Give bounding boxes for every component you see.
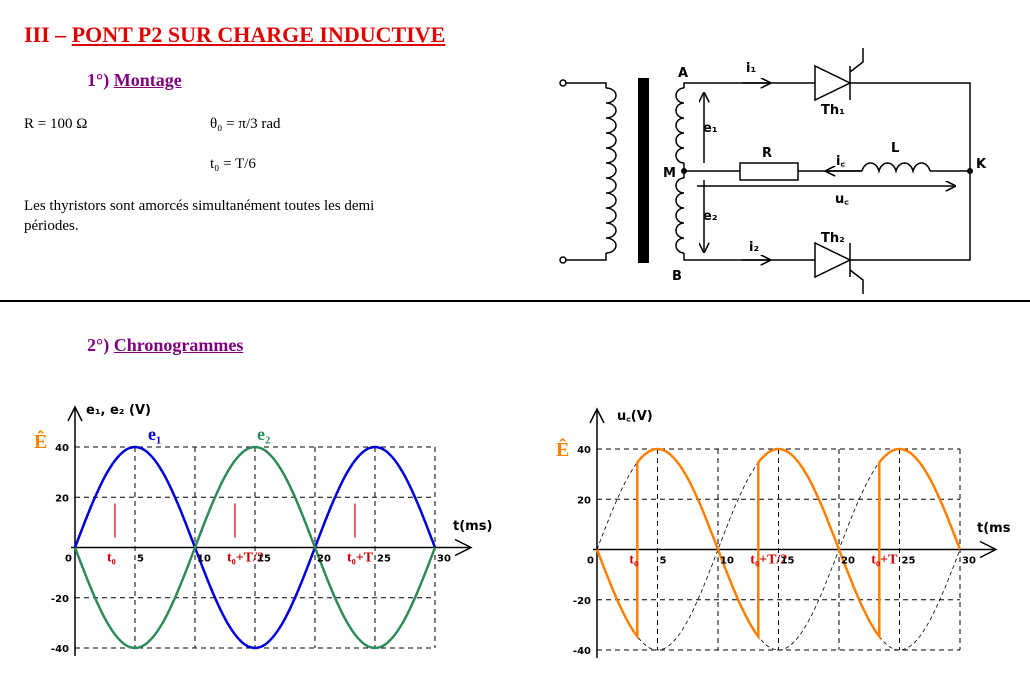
chart1-ticks: 0 5 10 15 20 25 30 40 20 -20 -40 — [51, 443, 451, 655]
x-tick-label: 20 — [841, 556, 855, 567]
chart1-markers: t₀ t₀+T/2 t₀+T — [107, 503, 374, 566]
section-chronogrammes-heading: 2°) Chronogrammes — [87, 335, 244, 355]
chart2-series — [595, 447, 962, 641]
marker-label: t₀+T/2 — [750, 553, 787, 568]
series-line-0 — [73, 445, 437, 650]
series-e1-label: e₁ — [148, 424, 161, 444]
x-tick-label: 10 — [197, 554, 211, 565]
y-tick-label: -20 — [51, 594, 69, 605]
t0-value: t₀ = T/6 — [210, 156, 256, 172]
y-tick-label: 20 — [55, 493, 69, 504]
marker-label: t₀+T/2 — [227, 551, 264, 566]
series-line-0 — [595, 447, 962, 641]
chart1-axes — [67, 405, 473, 656]
chart2-markers: t₀ t₀+T/2 t₀+T — [629, 553, 898, 568]
transformer-core — [638, 78, 649, 263]
y-tick-label: 40 — [55, 443, 69, 454]
page-title: III – PONT P2 SUR CHARGE INDUCTIVE — [24, 22, 446, 47]
x-tick-label: 20 — [317, 554, 331, 565]
x-tick-label: 5 — [660, 556, 667, 567]
current-i1-label: i₁ — [746, 61, 756, 76]
x-tick-label: 10 — [720, 556, 734, 567]
secondary-coil-top — [675, 87, 685, 164]
th2-label: Th₂ — [821, 231, 845, 246]
current-ic-label: i꜀ — [836, 154, 845, 169]
x-tick-label: 30 — [437, 554, 451, 565]
chart1-ylabel: e₁, e₂ (V) — [86, 403, 151, 418]
marker-label: t₀ — [107, 551, 116, 566]
voltage-uc-label: u꜀ — [835, 192, 849, 207]
x-axis-arrow — [454, 538, 473, 557]
voltage-e2-label: e₂ — [703, 209, 718, 224]
voltage-e1-label: e₁ — [703, 121, 718, 136]
x-tick-label: 25 — [902, 556, 916, 567]
marker-label: t₀+T — [347, 551, 374, 566]
x-tick-label: 25 — [377, 554, 391, 565]
theta-value: θ₀ = π/3 rad — [210, 116, 281, 132]
chart1-series — [73, 445, 437, 650]
primary-coil — [605, 87, 617, 254]
node-k-label: K — [976, 157, 987, 172]
x-tick-label: 15 — [781, 556, 795, 567]
guide-sine-1 — [596, 448, 961, 651]
y-axis-arrow — [589, 407, 605, 424]
series-line-1 — [73, 445, 437, 650]
chart1-amplitude-label: Ê — [34, 429, 47, 453]
th1-label: Th₁ — [821, 103, 845, 118]
marker-label: t₀+T — [871, 553, 898, 568]
y-tick-label: 40 — [577, 445, 591, 456]
section-divider — [0, 300, 1030, 302]
x-tick-label: 15 — [257, 554, 271, 565]
current-i2-label: i₂ — [749, 240, 759, 255]
series-e2-label: e₂ — [257, 424, 270, 444]
resistor-label: R — [762, 146, 772, 161]
inductor-l — [861, 162, 931, 174]
chart2-xlabel: t(ms — [977, 521, 1011, 536]
inductor-label: L — [891, 141, 899, 156]
x-tick-label: 0 — [587, 556, 594, 567]
y-tick-label: -40 — [51, 644, 69, 655]
x-tick-label: 5 — [137, 554, 144, 565]
y-axis-arrow — [67, 405, 83, 422]
y-tick-label: -20 — [573, 596, 591, 607]
x-axis-arrow — [979, 540, 998, 559]
x-tick-label: 0 — [65, 554, 72, 565]
thyristor-note: Les thyristors sont amorcés simultanémen… — [24, 198, 375, 234]
chart2-ticks: 0 5 10 15 20 25 30 40 20 -20 -40 — [573, 445, 976, 657]
node-m-label: M — [663, 166, 676, 181]
marker-label: t₀ — [629, 553, 638, 568]
chart2-ylabel: u꜀(V) — [617, 409, 653, 424]
node-a-label: A — [678, 66, 688, 81]
node-b-label: B — [672, 269, 682, 284]
chart1-xlabel: t(ms) — [453, 519, 492, 534]
resistance-value: R = 100 Ω — [24, 116, 88, 132]
x-tick-label: 30 — [962, 556, 976, 567]
section-montage-heading: 1°) Montage — [87, 70, 182, 90]
y-tick-label: -40 — [573, 646, 591, 657]
y-tick-label: 20 — [577, 495, 591, 506]
chart2-amplitude-label: Ê — [556, 437, 569, 461]
chart2-axes — [589, 407, 998, 658]
secondary-coil-bottom — [675, 177, 685, 254]
